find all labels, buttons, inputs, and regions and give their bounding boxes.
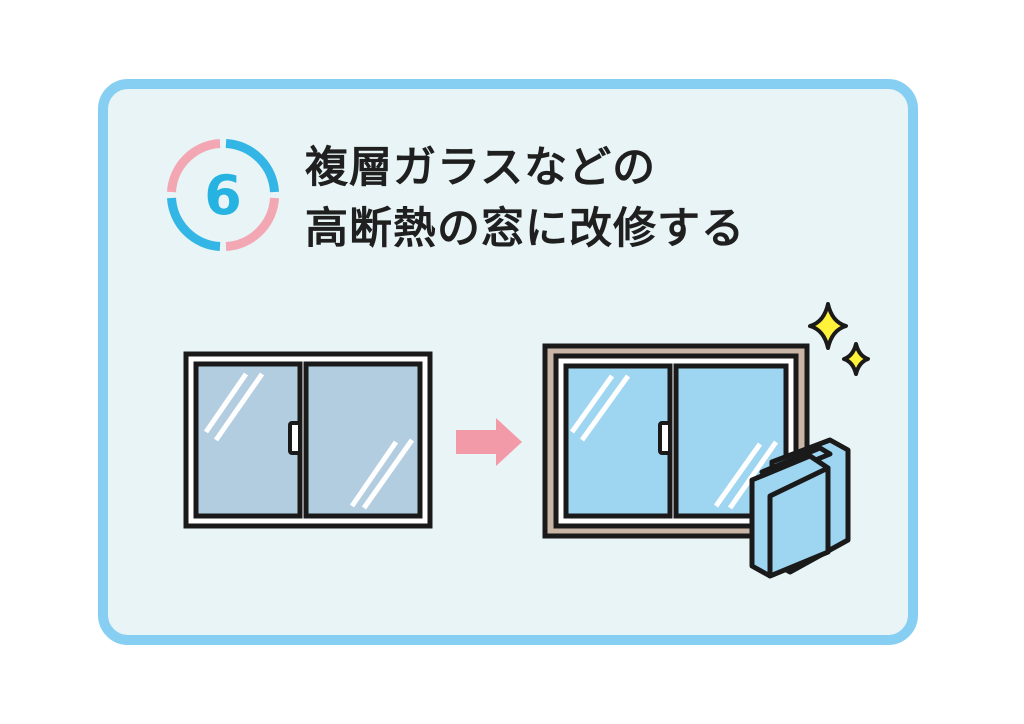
badge-ring-pink-left (167, 139, 221, 193)
title-line-2: 高断熱の窓に改修する (305, 204, 745, 254)
title-line-1: 複層ガラスなどの (305, 143, 657, 193)
double-glazed-window-icon (542, 343, 810, 539)
badge-number: 6 (204, 164, 242, 227)
single-glazed-window-icon (183, 351, 433, 529)
arrow-right-icon (456, 418, 522, 466)
page-title: 複層ガラスなどの 高断熱の窓に改修する (305, 138, 745, 260)
badge-ring-blue-bottom (167, 197, 221, 251)
badge-ring-blue-top (225, 139, 279, 193)
badge-ring-pink-right (225, 197, 279, 251)
double-glass-pane-icon (749, 437, 851, 579)
step-number-badge: 6 (167, 139, 279, 251)
sparkle-icon (808, 302, 870, 376)
